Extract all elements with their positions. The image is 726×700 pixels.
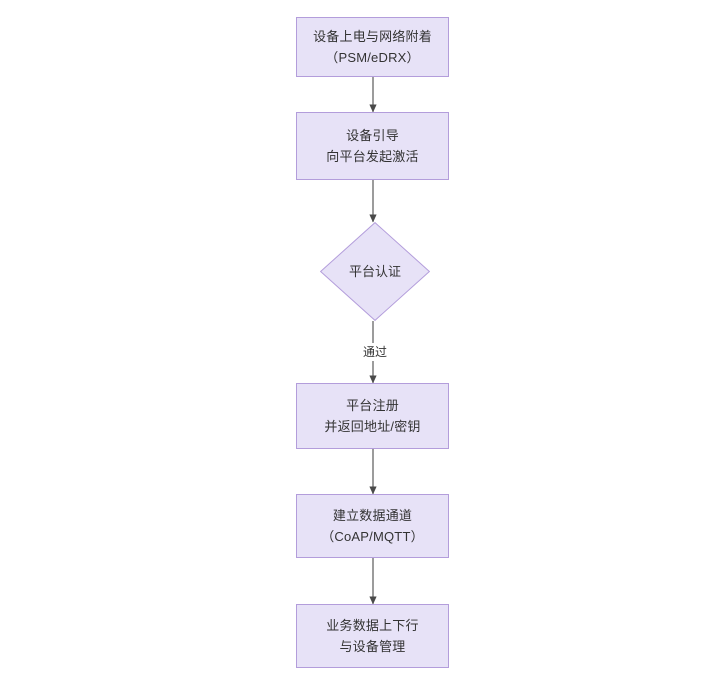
flow-node-n4[interactable]: 平台注册 并返回地址/密钥 — [296, 383, 449, 449]
flow-node-label-n6: 业务数据上下行 与设备管理 — [326, 618, 419, 654]
flow-node-label-n4: 平台注册 并返回地址/密钥 — [324, 398, 421, 434]
flow-node-label-n3: 平台认证 — [348, 264, 401, 279]
flow-node-n1[interactable]: 设备上电与网络附着 （PSM/eDRX） — [296, 17, 449, 77]
edge-label-e3: 通过 — [359, 343, 391, 361]
flow-node-n2[interactable]: 设备引导 向平台发起激活 — [296, 112, 449, 180]
flow-node-label-n5: 建立数据通道 （CoAP/MQTT） — [321, 508, 424, 544]
diamond-shape-icon — [320, 222, 430, 321]
flow-node-n3[interactable]: 平台认证 — [320, 222, 430, 321]
flow-node-label-n1: 设备上电与网络附着 （PSM/eDRX） — [313, 29, 432, 65]
flow-node-n5[interactable]: 建立数据通道 （CoAP/MQTT） — [296, 494, 449, 558]
flow-node-label-n2: 设备引导 向平台发起激活 — [326, 128, 419, 164]
flow-node-n6[interactable]: 业务数据上下行 与设备管理 — [296, 604, 449, 668]
